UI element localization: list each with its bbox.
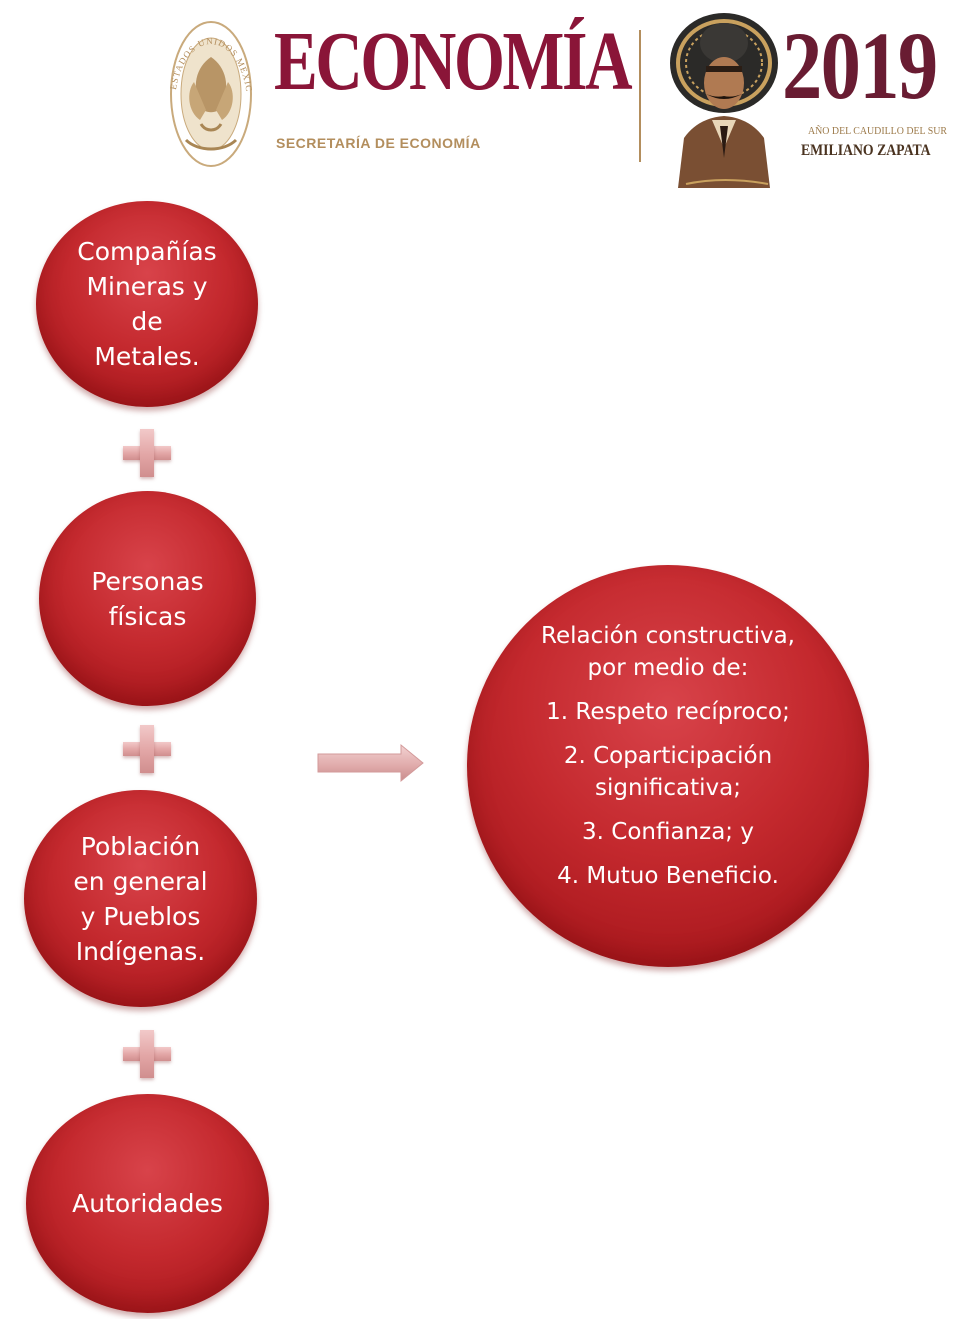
- emiliano-zapata-portrait-icon: [670, 13, 778, 188]
- year-subtitle: AÑO DEL CAUDILLO DEL SUR: [808, 125, 947, 137]
- plus-icon: [123, 429, 171, 477]
- brand-subtitle: SECRETARÍA DE ECONOMÍA: [276, 135, 481, 151]
- result-item: 1. Respeto recíproco;: [546, 699, 790, 725]
- stakeholder-circle-mining-companies: Compañías Mineras y de Metales.: [36, 201, 258, 407]
- result-item: 4. Mutuo Beneficio.: [557, 863, 779, 889]
- year-title: 2019: [782, 12, 938, 119]
- result-item: 3. Confianza; y: [582, 819, 754, 845]
- plus-icon: [123, 725, 171, 773]
- arrow-right-icon: [317, 743, 424, 783]
- header: ESTADOS UNIDOS MEXICANOS ECONOMÍA SECRET…: [0, 0, 960, 200]
- stakeholder-circle-individuals: Personas físicas: [39, 491, 256, 706]
- stakeholder-label: Autoridades: [72, 1189, 223, 1218]
- national-seal-icon: ESTADOS UNIDOS MEXICANOS: [166, 12, 253, 167]
- plus-icon: [123, 1030, 171, 1078]
- header-divider: [639, 30, 641, 162]
- result-circle-constructive-relationship: Relación constructiva, por medio de: 1. …: [467, 565, 869, 967]
- stakeholder-label: Compañías Mineras y de Metales.: [77, 237, 217, 371]
- result-item: 2. Coparticipación significativa;: [563, 743, 773, 801]
- stakeholder-label: Población en general y Pueblos Indígenas…: [73, 831, 208, 966]
- stakeholder-circle-population: Población en general y Pueblos Indígenas…: [24, 790, 257, 1007]
- year-honoree: EMILIANO ZAPATA: [801, 142, 931, 159]
- stakeholder-label: Personas físicas: [91, 566, 204, 631]
- stakeholder-circle-authorities: Autoridades: [26, 1094, 269, 1313]
- result-heading: Relación constructiva, por medio de:: [541, 623, 795, 681]
- brand-title: ECONOMÍA: [274, 15, 633, 108]
